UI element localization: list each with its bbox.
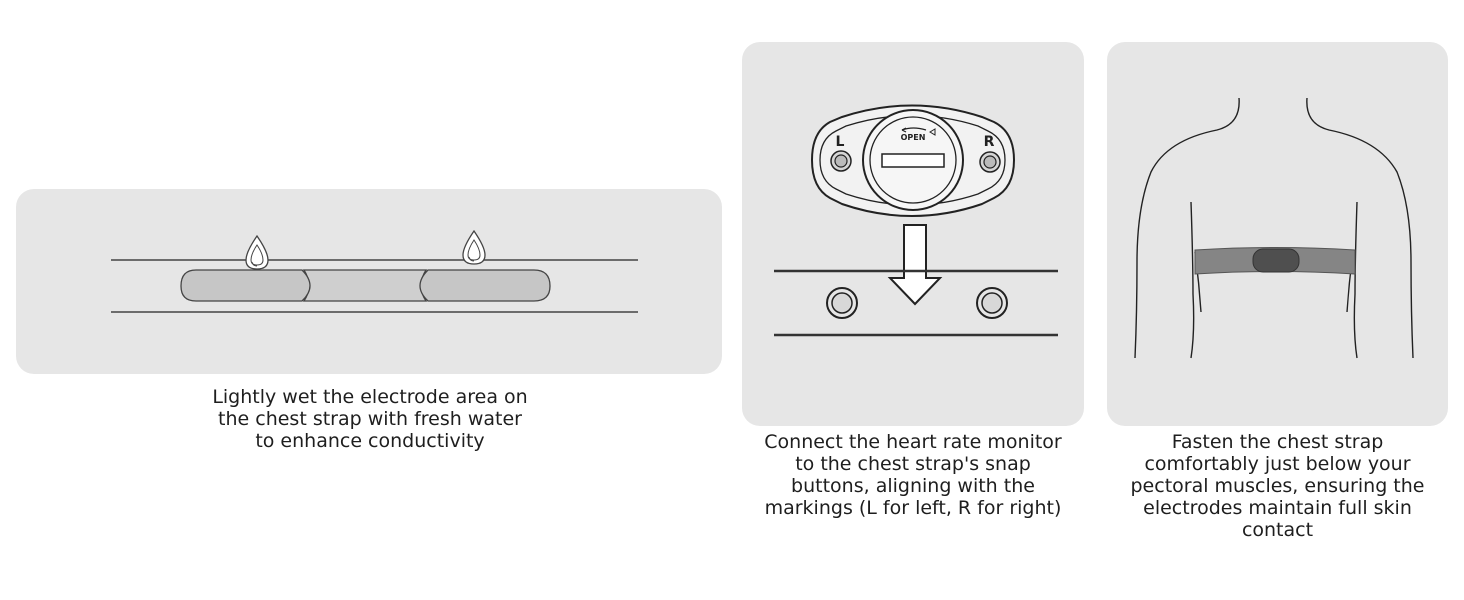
monitor-connection-illustration: OPEN L R [774,104,1058,337]
electrode-right [419,269,551,302]
open-label: OPEN [901,133,926,142]
step-2-caption: Connect the heart rate monitor to the ch… [764,431,1062,519]
step-3-caption: Fasten the chest strap comfortably just … [1130,431,1425,541]
step-2-illustration-panel: OPEN L R [742,42,1084,426]
right-label: R [984,134,995,150]
monitor-snap-left [830,150,852,172]
strap-snap-left [826,287,858,319]
torso-outline [1134,97,1414,359]
torso-strap-illustration [1134,97,1414,359]
strap-snap-right [976,287,1008,319]
left-label: L [836,134,845,150]
water-drop-icon [462,229,486,265]
battery-cover-slot [881,153,945,168]
arrow-down-icon [887,224,943,306]
step-1-caption: Lightly wet the electrode area on the ch… [212,386,528,452]
step-3-illustration-panel [1107,42,1448,426]
strap-center-segment [302,269,428,302]
electrode-strap-illustration [111,229,638,313]
monitor-snap-right [979,151,1001,173]
heart-rate-sensor [1252,248,1300,273]
electrode-left [180,269,311,302]
water-drop-icon [245,234,269,270]
step-1-illustration-panel [16,189,722,374]
